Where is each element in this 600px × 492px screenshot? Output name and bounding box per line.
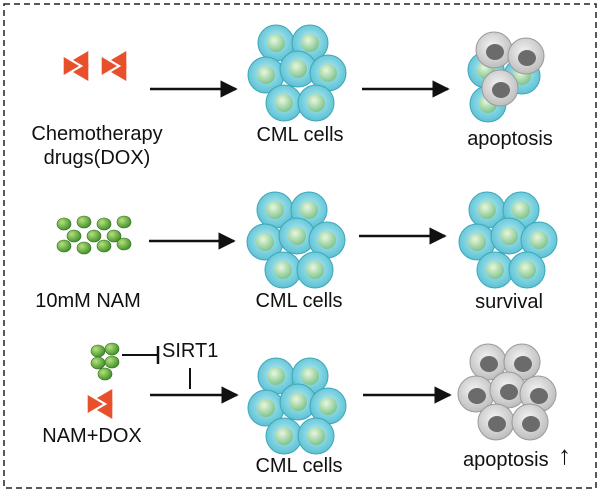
row2-nam-sphere-4 [66, 229, 82, 243]
row2-nam-sphere-2 [96, 217, 112, 231]
r3-dead-1 [503, 343, 541, 381]
r3-dead-0 [469, 343, 507, 381]
r1-dead-1 [507, 37, 545, 75]
row2-nam-sphere-1 [76, 215, 92, 229]
row2-cml-cluster [246, 191, 346, 289]
row1-cells-label: CML cells [256, 124, 344, 146]
row1-dox-left-a [63, 57, 79, 75]
row2-survival-cluster [458, 191, 558, 289]
row2-nam-sphere-3 [116, 215, 132, 229]
row2-survival-cluster-cell-6 [508, 251, 546, 289]
row2-nam-sphere-0 [56, 217, 72, 231]
row1-outcome-label: apoptosis [467, 128, 553, 150]
row3-nam-sphere-4 [97, 367, 113, 381]
row2-survival-cluster-cell-5 [476, 251, 514, 289]
row3-dox-b [97, 389, 113, 407]
row1-cml-cluster [247, 24, 347, 122]
r3-dead-6 [511, 403, 549, 441]
row2-nam-sphere-6 [106, 229, 122, 243]
row3-cml-cluster-cell-4 [309, 387, 347, 425]
row1-cml-cluster-cell-0 [257, 24, 295, 62]
increase-arrow-icon: ↑ [558, 440, 571, 470]
row1-dox-left-c [73, 63, 89, 81]
r1-dead-2 [481, 69, 519, 107]
row1-dox-left-b [73, 51, 89, 69]
sirt1-label: SIRT1 [162, 340, 219, 362]
row2-survival-cluster-cell-3 [490, 217, 528, 255]
row3-nam-sphere-0 [90, 344, 106, 358]
row2-nam-sphere-10 [116, 237, 132, 251]
row2-cml-cluster-cell-6 [296, 251, 334, 289]
r1-dead-0 [475, 31, 513, 69]
row2-cml-cluster-cell-5 [264, 251, 302, 289]
row3-cml-cluster-cell-0 [257, 357, 295, 395]
row3-dox-c [97, 401, 113, 419]
row3-nam-sphere-2 [90, 356, 106, 370]
row3-cml-cluster-cell-5 [265, 417, 303, 455]
row2-nam-sphere-7 [56, 239, 72, 253]
row3-apoptosis-cluster [457, 343, 557, 441]
row3-cml-cluster-cell-2 [247, 389, 285, 427]
row1-dox-right-a [101, 57, 117, 75]
row2-nam-sphere-5 [86, 229, 102, 243]
row2-cells-label: CML cells [255, 290, 343, 312]
row2-nam-sphere-9 [96, 239, 112, 253]
row1-apoptosis-cluster [467, 31, 545, 123]
row3-nam-sphere-3 [104, 355, 120, 369]
row3-cml-cluster-cell-3 [279, 383, 317, 421]
dashed-frame [3, 3, 597, 489]
row2-outcome-label: survival [475, 291, 543, 313]
row2-cml-cluster-cell-2 [246, 223, 284, 261]
row1-input-label-line1: Chemotherapy [31, 123, 163, 145]
row1-cml-cluster-cell-5 [265, 84, 303, 122]
row3-nam-sphere-1 [104, 342, 120, 356]
row3-cml-cluster [247, 357, 347, 455]
r3-dead-5 [477, 403, 515, 441]
row3-cells-label: CML cells [255, 455, 343, 477]
row1-dox-right-c [111, 63, 127, 81]
row1-cml-cluster-cell-2 [247, 56, 285, 94]
row1-dox-right-b [111, 51, 127, 69]
row3-dox-a [87, 395, 103, 413]
row2-survival-cluster-cell-2 [458, 223, 496, 261]
row2-input-label: 10mM NAM [35, 290, 141, 312]
row3-input-label: NAM+DOX [42, 425, 142, 447]
row3-outcome-label: apoptosis [463, 449, 549, 471]
row2-nam-sphere-8 [76, 241, 92, 255]
row1-input-label-line2: drugs(DOX) [43, 147, 151, 169]
row3-cml-cluster-cell-6 [297, 417, 335, 455]
row1-cml-cluster-cell-6 [297, 84, 335, 122]
